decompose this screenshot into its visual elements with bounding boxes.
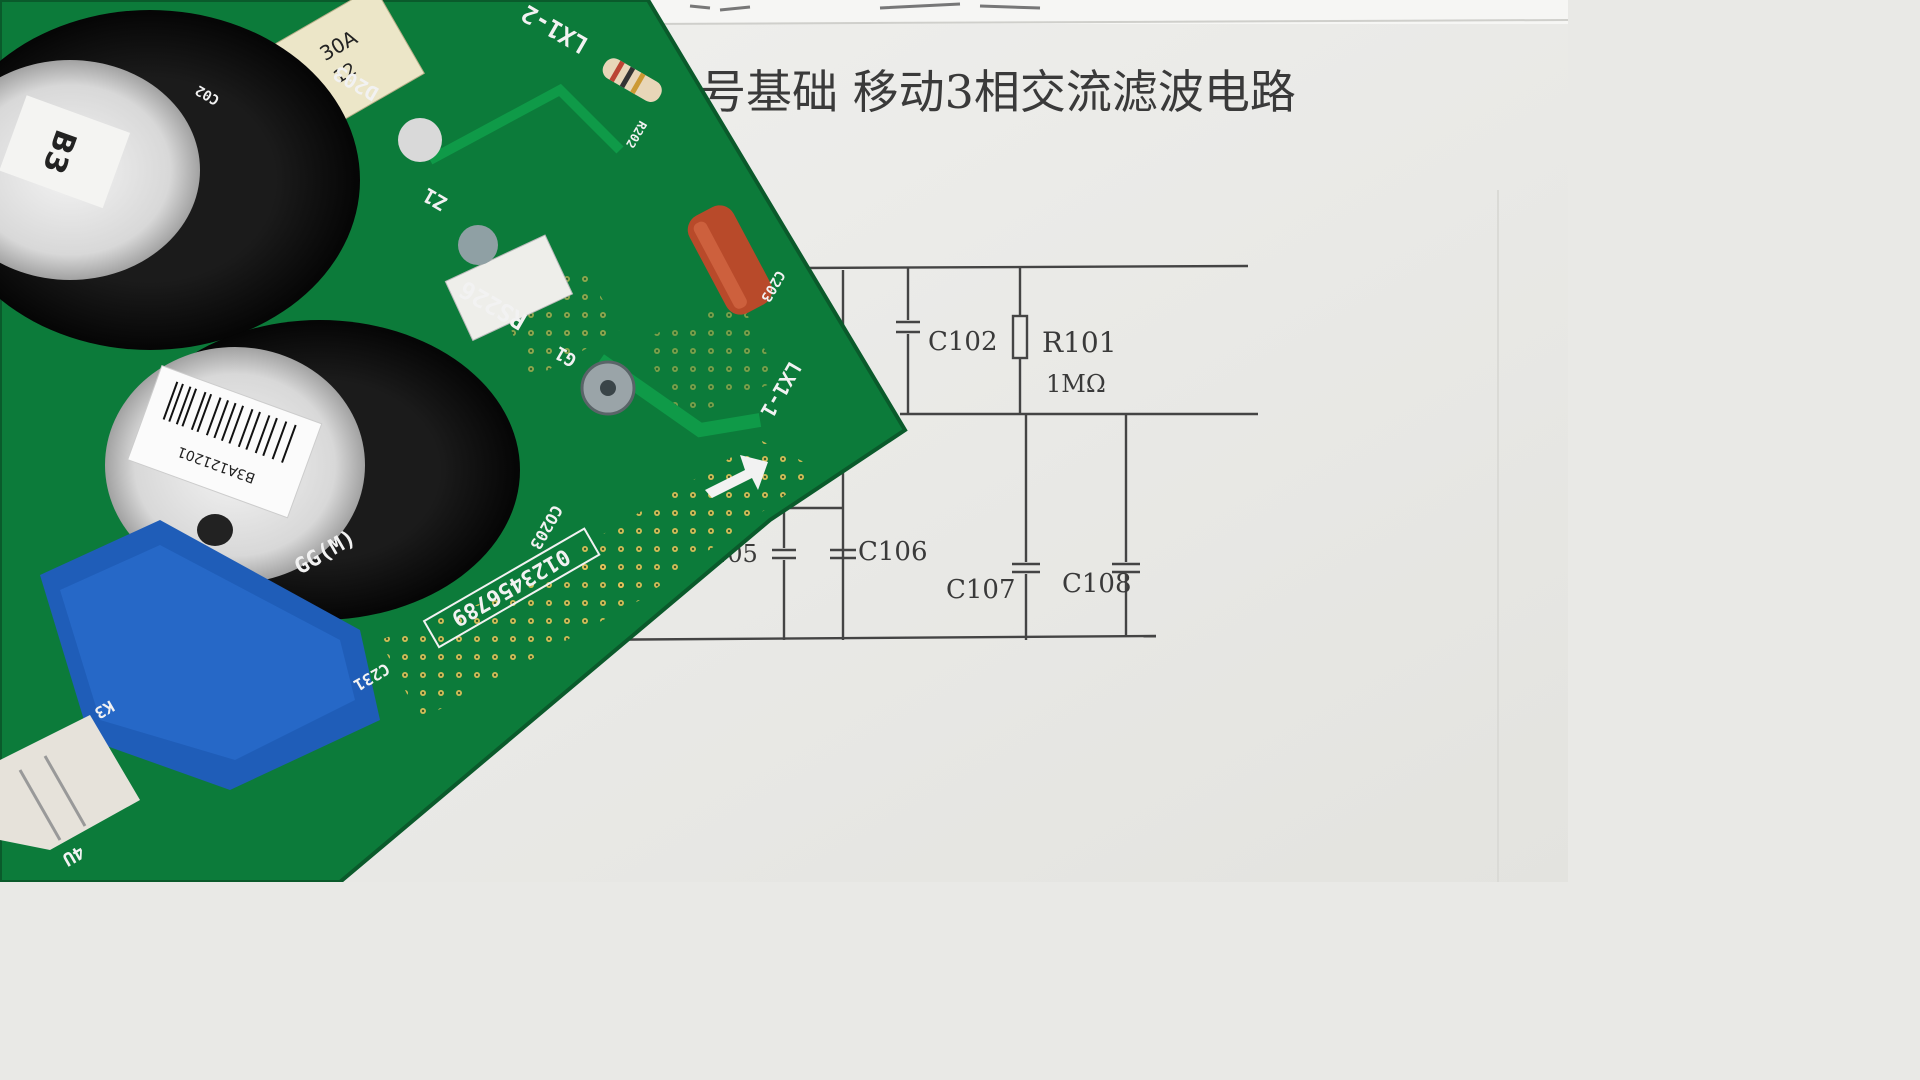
paper-title: 号基础 移动3相交流滤波电路 [700, 65, 1296, 119]
label-c108: C108 [1062, 569, 1132, 599]
filter-schematic [559, 264, 1258, 642]
label-r101-value: 1MΩ [1046, 370, 1106, 398]
mounting-hole [398, 118, 442, 162]
screw-z1 [458, 225, 498, 265]
label-c107: C107 [946, 575, 1016, 605]
blue-film-capacitor [40, 520, 380, 790]
resistor [602, 58, 662, 103]
top-scribble [689, 2, 1041, 12]
connector-housing [0, 715, 140, 850]
label-r101: R101 [1042, 326, 1117, 359]
varistor-block [444, 234, 574, 342]
photo-scene: 号基础 移动3相交流滤波电路 C102 R101 1MΩ 105 C106 C1… [0, 0, 1568, 882]
label-c106: C106 [858, 537, 928, 567]
electrolytic-capacitor-middle: B3A121201 GG(M) [105, 320, 520, 620]
label-c102: C102 [928, 327, 998, 357]
orange-capacitor [687, 205, 773, 315]
electrolytic-capacitor-top: B3 [0, 10, 360, 350]
pcb-arrow [705, 455, 768, 498]
